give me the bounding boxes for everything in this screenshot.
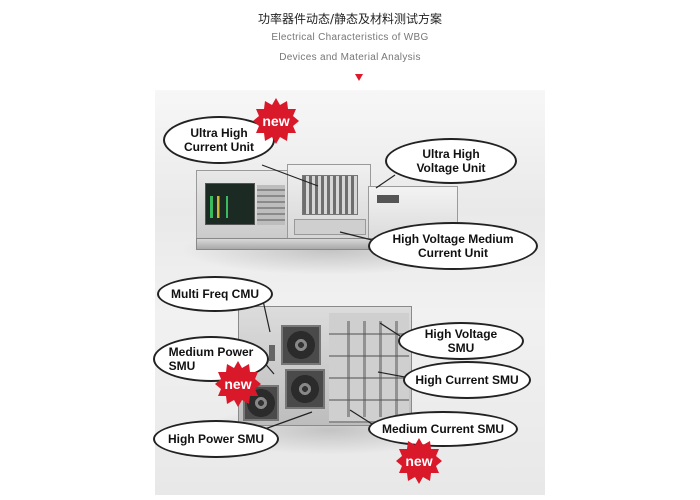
page-title: 功率器件动态/静态及材料测试方案 bbox=[257, 12, 443, 26]
analyzer-instrument bbox=[196, 170, 290, 244]
new-badge-icon: new bbox=[214, 360, 262, 408]
subtitle-line-1: Electrical Characteristics of WBG bbox=[271, 32, 429, 43]
analyzer-screen bbox=[205, 183, 255, 225]
callout-medium-current-smu: Medium Current SMU bbox=[368, 411, 518, 447]
callout-multi-freq-cmu: Multi Freq CMU bbox=[157, 276, 273, 312]
callout-high-power-smu: High Power SMU bbox=[153, 420, 279, 458]
subtitle-line-2: Devices and Material Analysis bbox=[279, 52, 421, 63]
new-badge-icon: new bbox=[252, 97, 300, 145]
analyzer-keypad bbox=[257, 185, 285, 225]
fan-icon bbox=[285, 369, 325, 409]
callout-high-current-smu: High Current SMU bbox=[403, 361, 531, 399]
callout-high-voltage-smu: High Voltage SMU bbox=[398, 322, 524, 360]
module-slots bbox=[329, 313, 409, 423]
fan-icon bbox=[281, 325, 321, 365]
new-badge-icon: new bbox=[395, 437, 443, 485]
down-arrow-icon bbox=[355, 74, 363, 81]
